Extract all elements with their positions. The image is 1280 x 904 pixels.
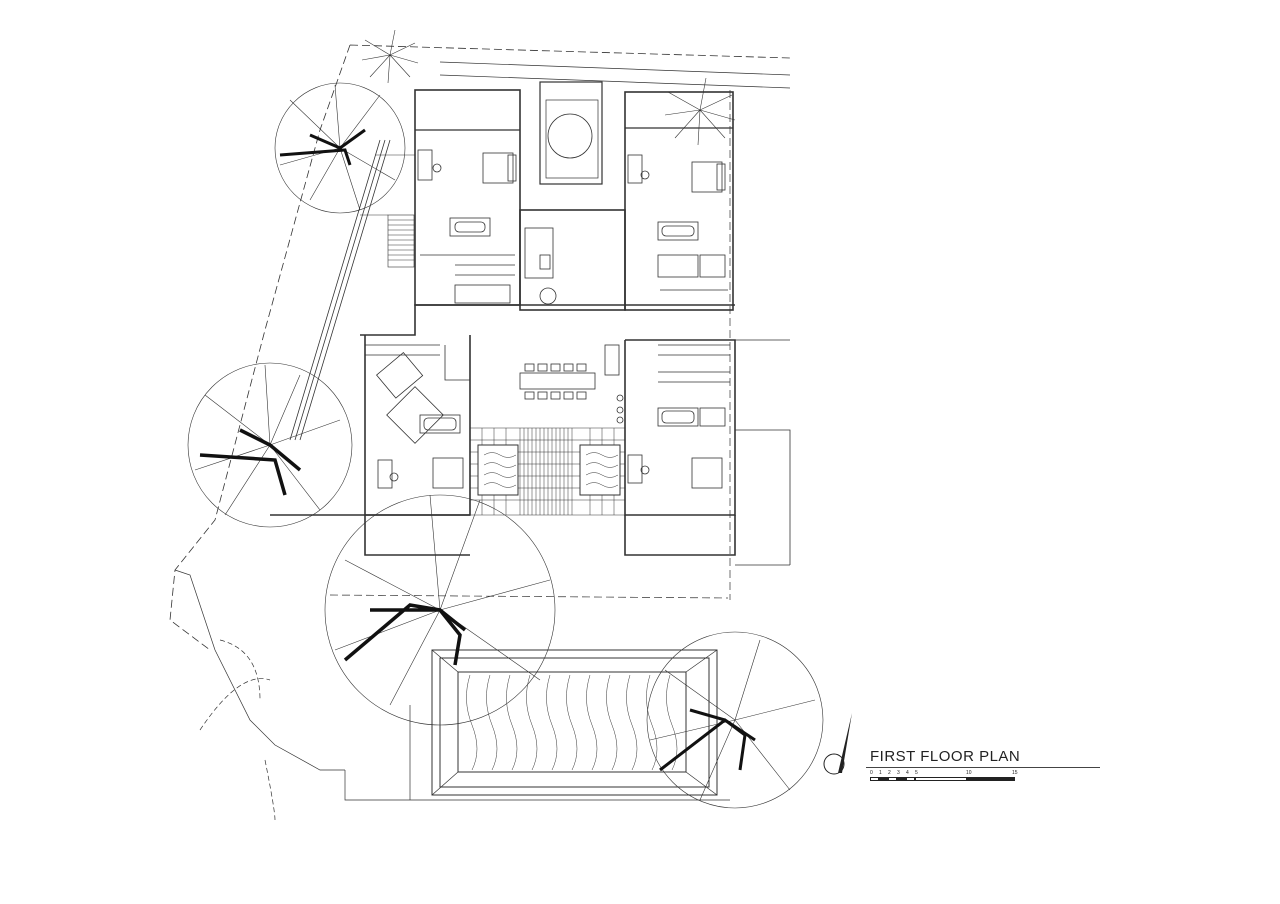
tree-north-west	[274, 82, 406, 214]
stair-northwest	[360, 154, 416, 268]
north-arrow	[820, 708, 860, 783]
scale-bar: 0 1 2 3 4 5 10 15	[870, 770, 1020, 786]
tree-south-center	[324, 494, 556, 726]
skylight-box	[539, 81, 603, 185]
palm-top-left	[361, 29, 419, 84]
bedroom-northwest	[417, 149, 517, 304]
scale-segment	[915, 777, 967, 781]
east-block-rooms	[627, 339, 791, 566]
site-boundary	[169, 44, 791, 651]
scale-tick: 5	[915, 770, 918, 776]
scale-segment	[906, 777, 915, 781]
scale-segment	[967, 777, 1015, 781]
title-rule	[866, 767, 1100, 768]
scale-tick: 0	[870, 770, 873, 776]
skylight-circle	[547, 113, 593, 159]
plan-title: FIRST FLOOR PLAN	[870, 748, 1021, 765]
bedroom-northeast	[627, 154, 728, 291]
scale-segment	[897, 777, 906, 781]
scale-tick: 4	[906, 770, 909, 776]
road-line	[439, 61, 791, 89]
scale-segment	[870, 777, 879, 781]
garden-steps	[174, 569, 345, 821]
north-arrow-icon	[823, 713, 852, 775]
scale-tick: 2	[888, 770, 891, 776]
palm-top-right	[664, 77, 736, 146]
tree-south-east	[646, 631, 824, 809]
west-block-rooms	[365, 344, 470, 489]
ramp	[289, 139, 391, 441]
scale-tick: 15	[1012, 770, 1018, 776]
site-boundary-south	[329, 594, 729, 599]
pool	[344, 649, 730, 801]
tree-west	[187, 362, 353, 528]
living-furniture	[524, 227, 557, 305]
scale-tick: 10	[966, 770, 972, 776]
scale-segment	[879, 777, 888, 781]
scale-segment	[888, 777, 897, 781]
dining-table	[519, 344, 624, 424]
courtyard-paving	[469, 427, 626, 516]
scale-tick: 3	[897, 770, 900, 776]
scale-tick: 1	[879, 770, 882, 776]
